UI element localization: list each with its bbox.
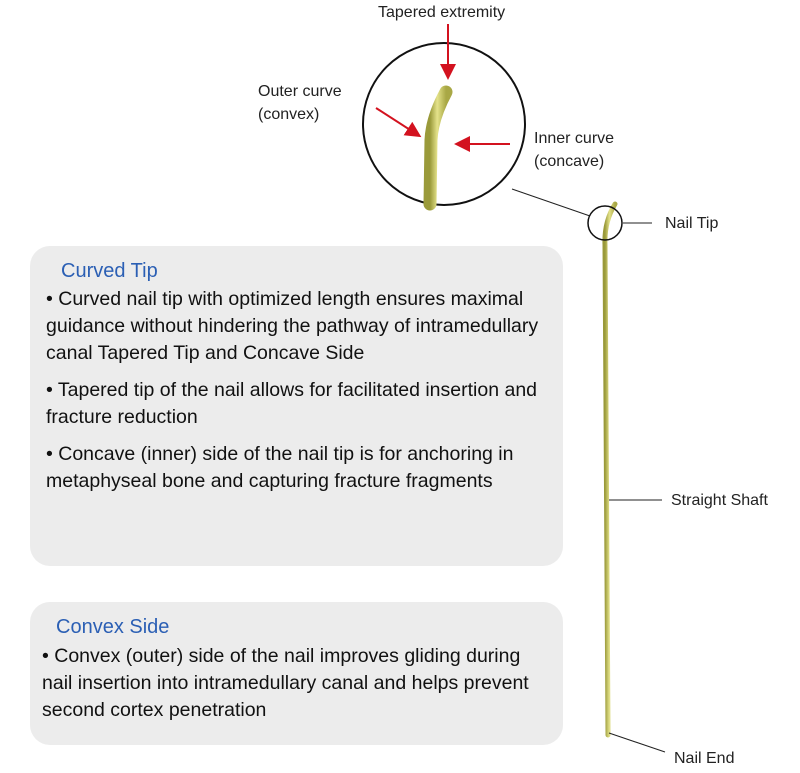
label-straight-shaft: Straight Shaft <box>671 492 768 509</box>
bullet: • Convex (outer) side of the nail improv… <box>42 645 529 721</box>
tip-circle <box>587 205 623 241</box>
nail-tip-magnified <box>423 85 453 211</box>
bullet: • Concave (inner) side of the nail tip i… <box>46 443 514 492</box>
magnified-tip <box>362 24 526 211</box>
bullet: • Tapered tip of the nail allows for fac… <box>46 379 538 428</box>
curved-tip-panel: Curved Tip • Curved nail tip with optimi… <box>30 246 563 566</box>
curved-tip-title: Curved Tip <box>61 260 158 282</box>
label-outer-curve: Outer curve <box>258 83 342 100</box>
bullet: • Curved nail tip with optimized length … <box>46 288 539 364</box>
label-nail-tip: Nail Tip <box>665 215 719 232</box>
label-outer-curve-sub: (convex) <box>258 106 320 123</box>
convex-side-panel: Convex Side • Convex (outer) side of the… <box>30 602 563 745</box>
leader-end <box>608 732 666 753</box>
label-inner-curve: Inner curve <box>534 130 615 147</box>
nail-full <box>602 201 618 738</box>
label-inner-curve-sub: (concave) <box>534 153 605 170</box>
arrow-outer <box>375 107 422 138</box>
label-nail-end: Nail End <box>674 750 735 767</box>
label-tapered-extremity: Tapered extremity <box>378 4 506 21</box>
connector-line <box>511 188 591 217</box>
convex-side-title: Convex Side <box>56 616 170 638</box>
